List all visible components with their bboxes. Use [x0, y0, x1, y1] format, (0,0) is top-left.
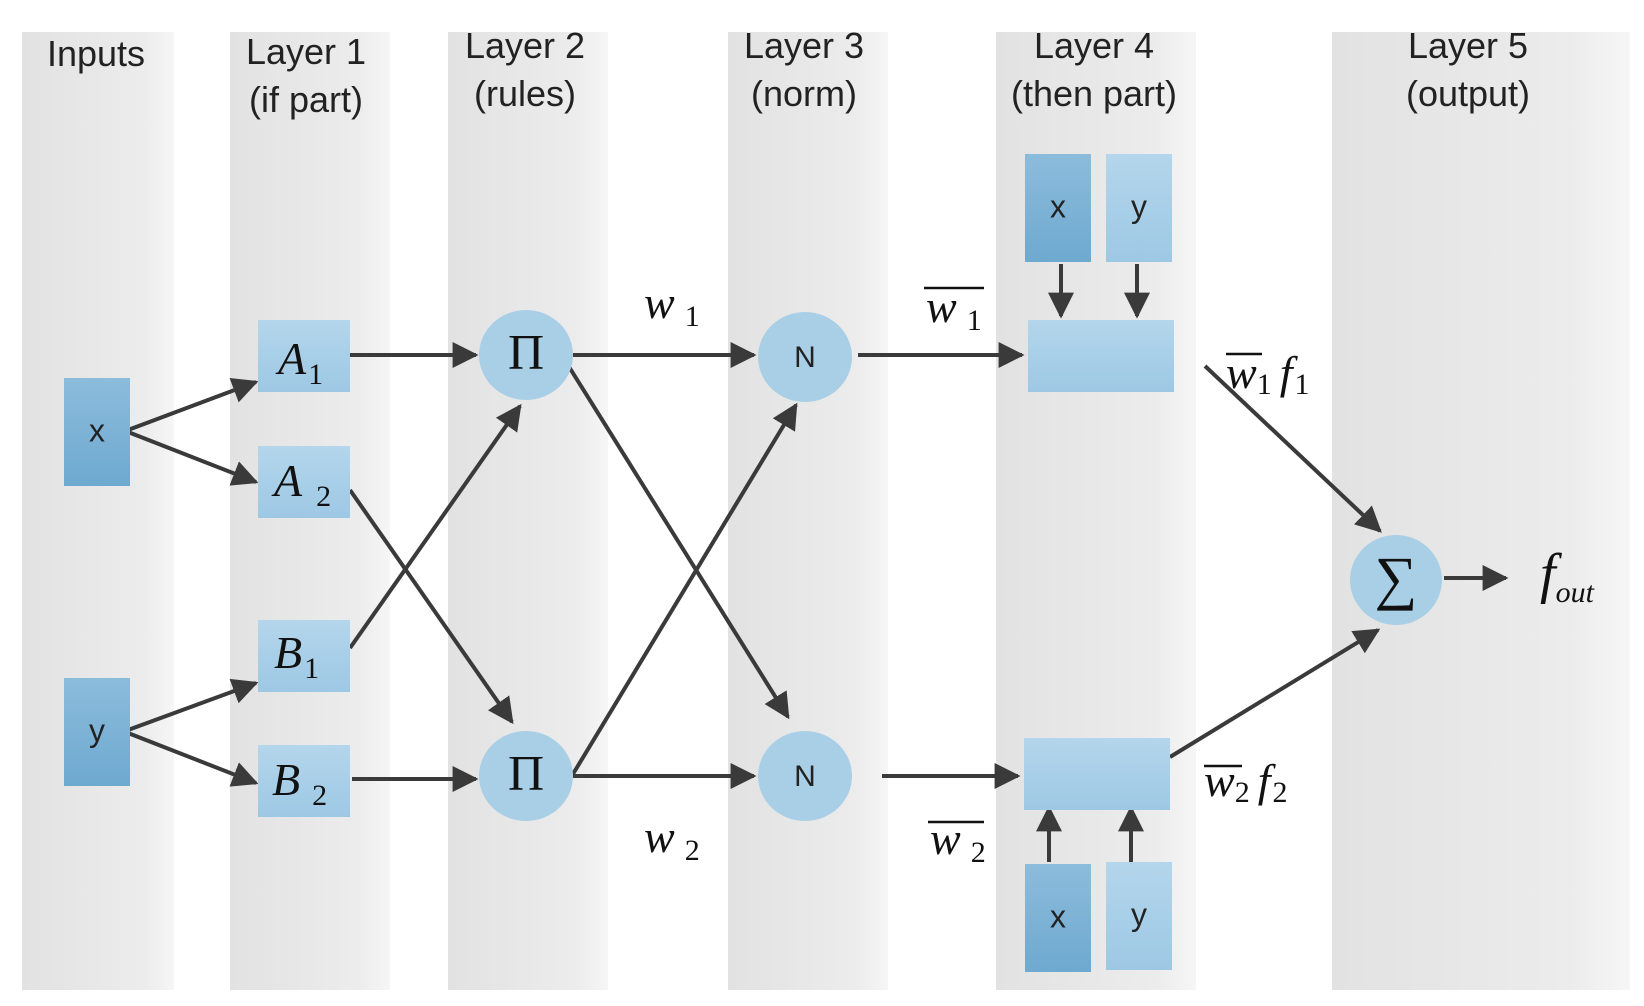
norm-node-2-label: N: [794, 760, 816, 793]
header-layer1: Layer 1: [246, 31, 366, 72]
connections: [127, 264, 1509, 862]
consequent-1-y-input: y: [1106, 154, 1172, 262]
edge-b1-p1: [348, 403, 522, 650]
input-x-label: x: [89, 412, 105, 448]
membership-a1-label: A1: [275, 333, 323, 391]
norm-node-1-label: N: [794, 341, 816, 374]
edge-p1-n2: [564, 360, 790, 720]
edge-x-a2: [127, 430, 259, 486]
consequent-2-x-label: x: [1050, 898, 1066, 934]
column-layer2: [448, 32, 608, 990]
rule-node-1: Π: [479, 310, 573, 400]
column-inputs: [22, 32, 174, 990]
header-layer3: Layer 3: [744, 25, 864, 66]
edge-y-b2: [127, 731, 259, 787]
consequent-node-2: [1024, 738, 1170, 810]
consequent-1-x-label: x: [1050, 188, 1066, 224]
svg-text:w1: w1: [926, 281, 982, 337]
product-icon: Π: [508, 323, 544, 379]
norm-node-1: N: [758, 312, 852, 402]
consequent-2-y-label: y: [1131, 896, 1147, 932]
edge-c2-sum: [1168, 628, 1381, 759]
edge-a2-p2: [348, 488, 514, 725]
header-layer4: Layer 4: [1034, 25, 1154, 66]
column-layer3: [728, 32, 888, 990]
column-layer5: [1332, 32, 1630, 990]
edge-p2-n1: [571, 402, 798, 776]
header-layer2: Layer 2: [465, 25, 585, 66]
header-layer1-sub: (if part): [249, 79, 363, 120]
header-layer3-sub: (norm): [751, 73, 857, 114]
header-inputs: Inputs: [47, 33, 145, 74]
input-x-node: x: [64, 378, 130, 486]
rule-node-2: Π: [479, 731, 573, 821]
input-y-label: y: [89, 712, 105, 748]
input-y-node: y: [64, 678, 130, 786]
header-layer5: Layer 5: [1408, 25, 1528, 66]
membership-a1-node: A1: [258, 320, 350, 392]
product-icon: Π: [508, 744, 544, 800]
header-layer4-sub: (then part): [1011, 73, 1177, 114]
svg-text:w2: w2: [930, 813, 986, 869]
consequent-node-1: [1028, 320, 1174, 392]
sum-node: ∑: [1350, 535, 1442, 625]
consequent-1-x-input: x: [1025, 154, 1091, 262]
consequent-2-y-input: y: [1106, 862, 1172, 970]
edge-c1-sum: [1203, 364, 1382, 533]
sigma-icon: ∑: [1375, 545, 1418, 611]
header-layer2-sub: (rules): [474, 73, 576, 114]
edge-y-b1: [127, 678, 259, 732]
membership-b1-label: B1: [274, 627, 319, 685]
header-layer5-sub: (output): [1406, 73, 1530, 114]
consequent-1-y-label: y: [1131, 188, 1147, 224]
edge-x-a1: [127, 378, 259, 432]
consequent-2-x-input: x: [1025, 864, 1091, 972]
membership-b1-node: B1: [258, 620, 350, 692]
norm-node-2: N: [758, 731, 852, 821]
